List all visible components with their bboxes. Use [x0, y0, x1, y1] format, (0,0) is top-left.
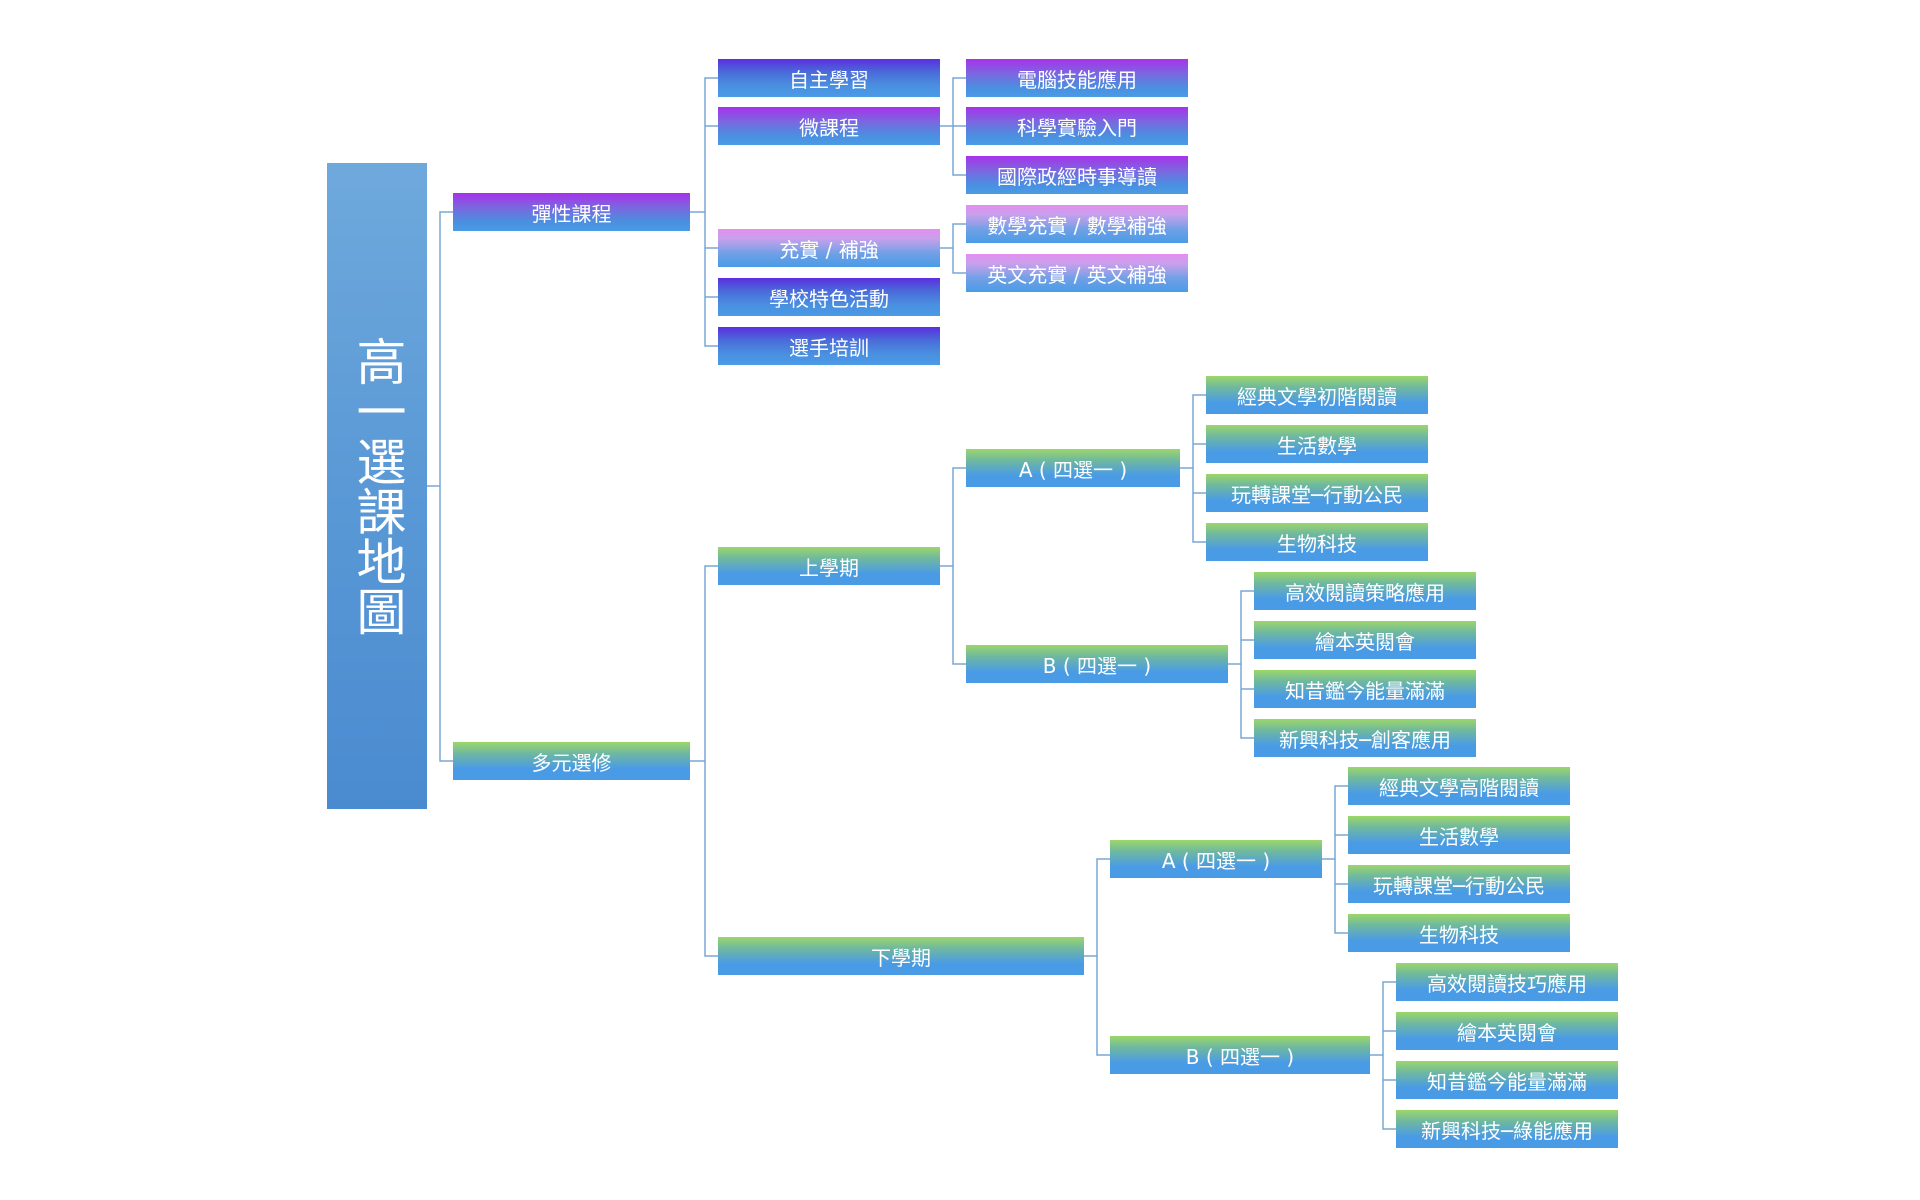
node-label: 生物科技: [1277, 531, 1357, 556]
node-label: 國際政經時事導讀: [997, 164, 1157, 189]
node-second-group-b: B ( 四選一 ): [1110, 1036, 1370, 1074]
node-course-item: 新興科技─綠能應用: [1396, 1110, 1618, 1148]
node-enrich-remedial: 充實 / 補強: [718, 229, 940, 267]
connector-enrich: [940, 223, 966, 249]
node-label: 充實 / 補強: [779, 237, 879, 262]
node-micro-course-item: 科學實驗入門: [966, 107, 1188, 145]
node-course-item: 知昔鑑今能量滿滿: [1254, 670, 1476, 708]
node-self-study: 自主學習: [718, 59, 940, 97]
node-course-item: 生物科技: [1348, 914, 1570, 952]
node-enrich-course-item: 英文充實 / 英文補強: [966, 254, 1188, 292]
node-first-group-a: A ( 四選一 ): [966, 449, 1180, 487]
node-label: 高效閱讀技巧應用: [1427, 971, 1587, 996]
node-course-item: 生活數學: [1206, 425, 1428, 463]
node-athlete-training: 選手培訓: [718, 327, 940, 365]
node-enrich-course-item: 數學充實 / 數學補強: [966, 205, 1188, 243]
node-label: 生物科技: [1419, 922, 1499, 947]
node-label: 數學充實 / 數學補強: [987, 213, 1167, 238]
node-school-feature: 學校特色活動: [718, 278, 940, 316]
connector-micro: [940, 77, 966, 127]
node-label: 高效閱讀策略應用: [1285, 580, 1445, 605]
node-micro-course-item: 國際政經時事導讀: [966, 156, 1188, 194]
connector-first: [940, 467, 966, 567]
node-first-semester: 上學期: [718, 547, 940, 585]
node-label: 繪本英閱會: [1315, 629, 1415, 654]
node-course-item: 繪本英閱會: [1396, 1012, 1618, 1050]
connector-elective: [690, 565, 718, 762]
node-label: 選手培訓: [789, 335, 869, 360]
node-label: 新興科技─綠能應用: [1420, 1118, 1594, 1143]
node-label: 彈性課程: [531, 201, 612, 226]
node-label: 生活數學: [1419, 824, 1499, 849]
node-label: 多元選修: [531, 750, 612, 775]
node-course-item: 經典文學初階閱讀: [1206, 376, 1428, 414]
node-label: 下學期: [871, 945, 931, 970]
connector-second: [1084, 858, 1110, 957]
root-title-box: 高一選課地圖: [327, 163, 427, 809]
node-course-item: 經典文學高階閱讀: [1348, 767, 1570, 805]
connector-first-b: [1228, 590, 1254, 665]
node-label: 玩轉課堂─行動公民: [1372, 873, 1546, 898]
connector-second-b: [1370, 981, 1396, 1056]
node-label: 新興科技─創客應用: [1278, 727, 1452, 752]
node-course-item: 生物科技: [1206, 523, 1428, 561]
node-label: 經典文學高階閱讀: [1379, 775, 1539, 800]
node-micro-course-item: 電腦技能應用: [966, 59, 1188, 97]
node-label: 繪本英閱會: [1457, 1020, 1557, 1045]
node-flexible-course: 彈性課程: [453, 193, 690, 231]
root-title: 高一選課地圖: [348, 336, 407, 636]
node-label: 經典文學初階閱讀: [1237, 384, 1397, 409]
connector-flexible: [690, 77, 718, 213]
node-label: 自主學習: [789, 67, 869, 92]
connector-first-a: [1180, 394, 1206, 469]
node-course-item: 高效閱讀策略應用: [1254, 572, 1476, 610]
node-label: A ( 四選一 ): [1018, 457, 1128, 482]
node-label: B ( 四選一 ): [1042, 653, 1152, 678]
node-course-item: 繪本英閱會: [1254, 621, 1476, 659]
node-label: 知昔鑑今能量滿滿: [1427, 1069, 1587, 1094]
node-label: 微課程: [799, 115, 859, 140]
node-course-item: 生活數學: [1348, 816, 1570, 854]
node-label: 科學實驗入門: [1017, 115, 1137, 140]
node-course-item: 知昔鑑今能量滿滿: [1396, 1061, 1618, 1099]
node-course-item: 高效閱讀技巧應用: [1396, 963, 1618, 1001]
node-course-item: 玩轉課堂─行動公民: [1206, 474, 1428, 512]
node-multiple-elective: 多元選修: [453, 742, 690, 780]
node-label: 知昔鑑今能量滿滿: [1285, 678, 1445, 703]
node-label: 玩轉課堂─行動公民: [1230, 482, 1404, 507]
node-label: 生活數學: [1277, 433, 1357, 458]
node-course-item: 新興科技─創客應用: [1254, 719, 1476, 757]
node-second-group-a: A ( 四選一 ): [1110, 840, 1322, 878]
connector-root-elective: [439, 486, 453, 762]
node-second-semester: 下學期: [718, 937, 1084, 975]
node-label: B ( 四選一 ): [1185, 1044, 1295, 1069]
node-course-item: 玩轉課堂─行動公民: [1348, 865, 1570, 903]
node-first-group-b: B ( 四選一 ): [966, 645, 1228, 683]
node-micro-course: 微課程: [718, 107, 940, 145]
node-label: A ( 四選一 ): [1161, 848, 1271, 873]
node-label: 電腦技能應用: [1017, 67, 1137, 92]
connector-root: [427, 211, 453, 487]
node-label: 上學期: [799, 555, 859, 580]
node-label: 英文充實 / 英文補強: [987, 262, 1167, 287]
connector-second-a: [1322, 785, 1348, 860]
node-label: 學校特色活動: [769, 286, 889, 311]
